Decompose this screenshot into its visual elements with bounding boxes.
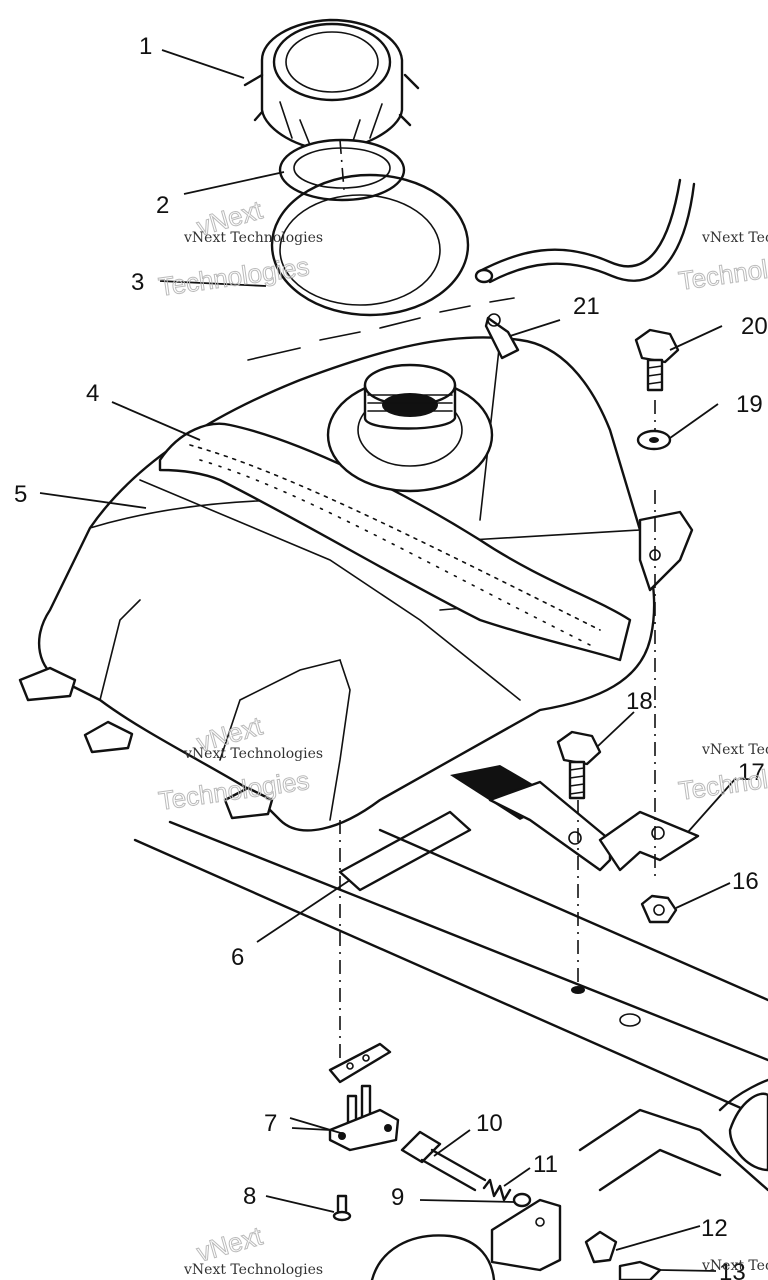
fuel-tank-pad — [158, 422, 632, 662]
callout-13: 13 — [719, 1259, 746, 1280]
watermark-text: vNext Technologies — [701, 1258, 768, 1274]
callout-2: 2 — [156, 192, 169, 219]
insulation-strip — [338, 810, 472, 1060]
callout-4: 4 — [86, 380, 99, 407]
callout-7: 7 — [264, 1110, 277, 1137]
callout-11: 11 — [533, 1151, 558, 1178]
watermark-text: vNext Technologies — [701, 742, 768, 758]
watermark-text: vNext Technologies — [183, 1262, 323, 1278]
bolt-20 — [634, 328, 680, 392]
frame — [133, 820, 768, 1192]
watermark-text: vNext Technologies — [701, 230, 768, 246]
callout-12: 12 — [701, 1215, 728, 1242]
callout-9: 9 — [391, 1184, 404, 1211]
vent-fitting — [484, 313, 520, 360]
nut-16 — [640, 894, 678, 924]
watermark-text: vNext Technologies — [183, 746, 323, 762]
tank-gasket — [270, 173, 470, 317]
watermark-text: vNext Technologies — [183, 230, 323, 246]
leader-lines — [39, 49, 737, 1272]
callout-8: 8 — [243, 1183, 256, 1210]
fuel-cap — [243, 18, 420, 152]
fuel-line — [400, 1130, 487, 1192]
carburetor — [370, 1234, 496, 1280]
washer-19 — [636, 429, 672, 451]
filler-neck — [326, 363, 494, 493]
mount-plate — [490, 1198, 662, 1280]
spring — [482, 1178, 512, 1202]
mount-bracket — [488, 780, 700, 872]
callout-20: 20 — [741, 313, 768, 340]
callout-16: 16 — [732, 868, 759, 895]
callout-6: 6 — [231, 944, 244, 971]
callout-5: 5 — [14, 481, 27, 508]
vent-hose — [474, 178, 696, 284]
callout-3: 3 — [131, 269, 144, 296]
washer-9 — [512, 1192, 532, 1208]
watermark-mark: Technologies — [157, 251, 311, 302]
callout-labels: 1 2 3 4 5 6 7 8 9 10 11 12 13 16 17 18 1… — [14, 33, 768, 1280]
callout-10: 10 — [476, 1110, 503, 1137]
screw-8 — [332, 1194, 352, 1222]
watermark-mark: Technologies — [677, 245, 768, 296]
callout-17: 17 — [738, 759, 765, 786]
callout-19: 19 — [736, 391, 763, 418]
fuel-valve — [328, 1042, 400, 1152]
callout-1: 1 — [139, 33, 152, 60]
callout-21: 21 — [573, 293, 600, 320]
callout-18: 18 — [626, 688, 653, 715]
watermark-mark: vNext — [193, 1220, 266, 1267]
bolt-18 — [556, 730, 602, 800]
